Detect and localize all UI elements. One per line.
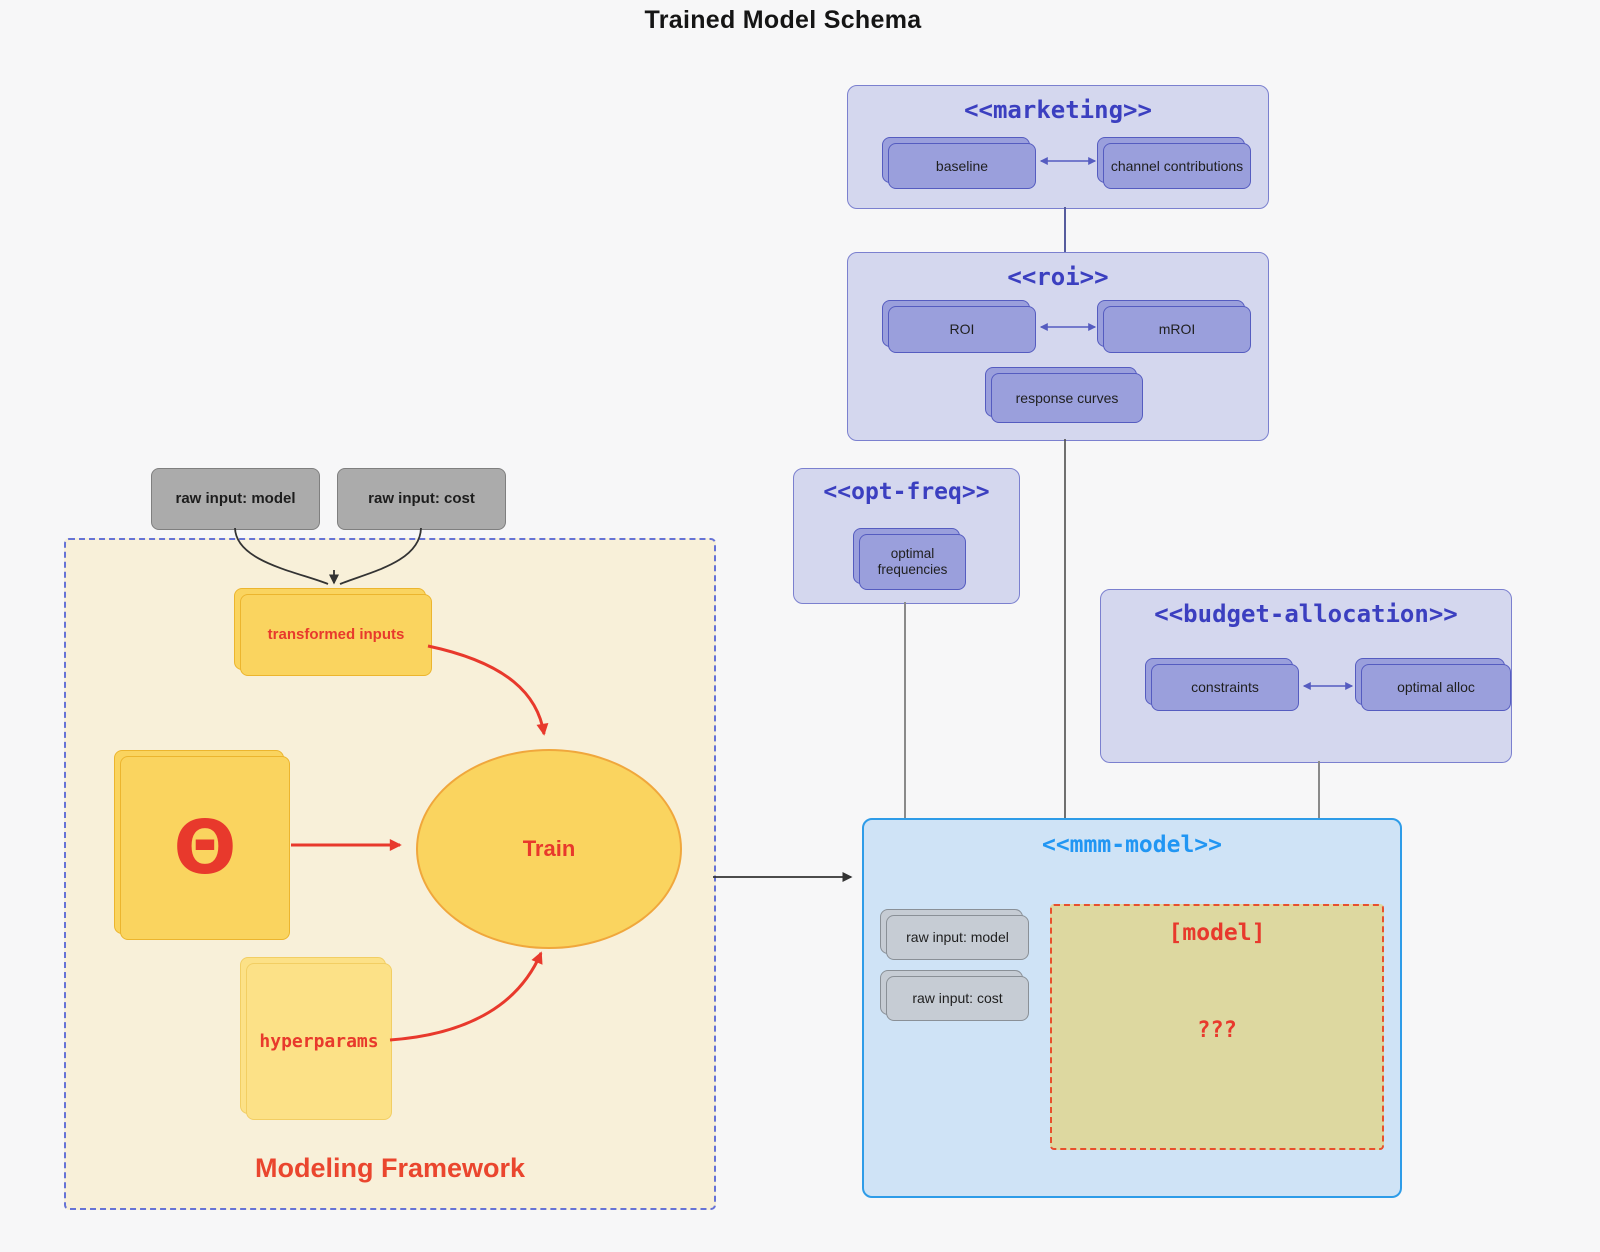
node-optimal-alloc-label: optimal alloc [1397, 679, 1475, 696]
node-train: Train [416, 749, 682, 949]
node-raw-input-cost-label: raw input: cost [368, 490, 475, 507]
node-response-curves-label: response curves [1015, 389, 1119, 406]
node-roi-label: ROI [949, 321, 975, 338]
cluster-mmm-model: <<mmm-model>> raw input: model raw input… [862, 818, 1402, 1198]
node-response-curves: response curves [985, 367, 1143, 423]
node-constraints-label: constraints [1191, 679, 1259, 696]
cluster-roi-title: <<roi>> [1007, 263, 1109, 291]
node-optimal-frequencies-label: optimal frequencies [877, 545, 948, 577]
node-model-unknown-label: ??? [1197, 1018, 1237, 1043]
node-mroi: mROI [1097, 300, 1251, 353]
modeling-framework-label: Modeling Framework [254, 1153, 526, 1183]
node-mmm-raw-input-cost: raw input: cost [880, 970, 1029, 1021]
node-channel-contributions-label: channel contributions [1110, 157, 1244, 174]
cluster-marketing: <<marketing>> baseline channel contribut… [847, 85, 1269, 209]
cluster-modeling-framework: transformed inputs Θ Train hyperparams M… [64, 538, 716, 1210]
node-model-placeholder-label: [model] [1168, 920, 1266, 946]
cluster-opt-freq: <<opt-freq>> optimal frequencies [793, 468, 1020, 604]
node-mroi-label: mROI [1158, 321, 1196, 338]
node-mmm-raw-input-cost-label: raw input: cost [912, 990, 1003, 1007]
node-model-placeholder: [model] ??? [1050, 904, 1384, 1150]
node-optimal-frequencies: optimal frequencies [853, 528, 966, 590]
cluster-mmm-model-title: <<mmm-model>> [1041, 832, 1222, 858]
cluster-budget-allocation: <<budget-allocation>> constraints optima… [1100, 589, 1512, 763]
node-baseline: baseline [882, 137, 1036, 189]
cluster-marketing-title: <<marketing>> [964, 96, 1152, 124]
cluster-opt-freq-title: <<opt-freq>> [823, 479, 990, 505]
node-hyperparams: hyperparams [240, 957, 392, 1120]
node-mmm-raw-input-model-label: raw input: model [906, 929, 1009, 946]
node-theta-label: Θ [173, 804, 237, 891]
node-mmm-raw-input-model: raw input: model [880, 909, 1029, 960]
node-baseline-label: baseline [935, 157, 989, 174]
node-roi: ROI [882, 300, 1036, 353]
page-title: Trained Model Schema [644, 6, 922, 34]
node-train-label: Train [522, 836, 576, 861]
node-transformed-inputs-label: transformed inputs [267, 626, 405, 643]
node-theta: Θ [114, 750, 290, 940]
node-channel-contributions: channel contributions [1097, 137, 1251, 189]
node-optimal-alloc: optimal alloc [1355, 658, 1511, 711]
node-raw-input-model: raw input: model [145, 462, 320, 530]
cluster-budget-allocation-title: <<budget-allocation>> [1154, 600, 1458, 628]
node-hyperparams-label: hyperparams [259, 1030, 379, 1052]
cluster-roi: <<roi>> ROI mROI response curves [847, 252, 1269, 441]
node-raw-input-model-label: raw input: model [175, 490, 296, 507]
node-constraints: constraints [1145, 658, 1299, 711]
node-transformed-inputs: transformed inputs [234, 588, 432, 676]
node-raw-input-cost: raw input: cost [331, 462, 506, 530]
